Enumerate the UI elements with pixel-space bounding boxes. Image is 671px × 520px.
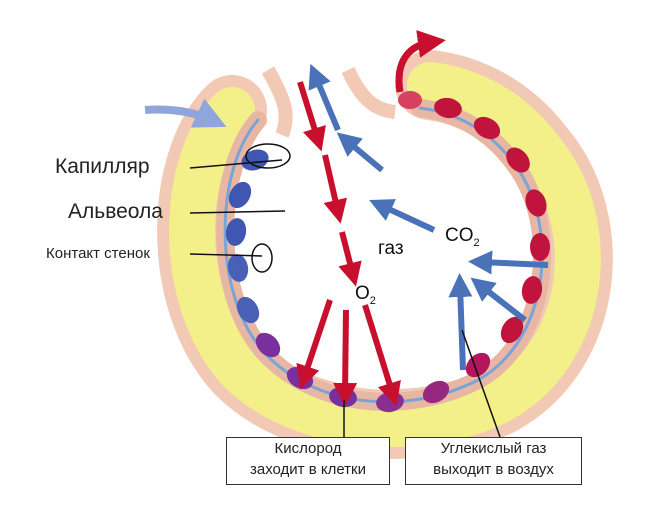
red-blood-cell xyxy=(236,296,260,324)
oxygen-arrow xyxy=(362,304,401,407)
alveolus-label: Альвеола xyxy=(68,200,163,223)
red-blood-cell xyxy=(500,316,524,344)
red-blood-cell xyxy=(521,276,543,304)
red-blood-cell xyxy=(227,254,249,282)
red-blood-cell xyxy=(241,149,269,171)
oxygen-arrow xyxy=(322,154,348,224)
co2-caption-line2: выходит в воздух xyxy=(433,461,554,478)
co2-arrow xyxy=(470,277,527,323)
wall-contact-leader xyxy=(189,253,263,257)
co2-caption-box: Углекислый газ выходит в воздух xyxy=(405,437,582,485)
co2-caption-line1: Углекислый газ xyxy=(440,440,547,457)
co2-arrow xyxy=(448,273,473,371)
blood-inflow-arrow xyxy=(144,98,227,128)
red-blood-cell xyxy=(530,233,550,261)
oxygen-caption-line2: заходит в клетки xyxy=(249,461,366,478)
red-blood-cell xyxy=(506,147,530,173)
oxygen-arrow xyxy=(338,231,362,287)
co2-box-leader xyxy=(461,329,501,438)
oxygen-arrow xyxy=(333,309,358,407)
co2-label: CO2 xyxy=(445,225,480,249)
capillary-leader xyxy=(189,159,283,169)
capillary-label: Капилляр xyxy=(55,155,150,178)
red-blood-cell xyxy=(434,97,462,119)
oxygen-arrow xyxy=(297,81,326,152)
wall-contact-label: Контакт стенок xyxy=(46,245,150,262)
red-blood-cell xyxy=(473,116,501,140)
red-blood-cell xyxy=(422,380,450,404)
capillary-plasma xyxy=(169,62,601,447)
o2-label: O2 xyxy=(355,283,376,307)
red-blood-cell xyxy=(228,181,252,209)
red-blood-cell xyxy=(225,218,247,246)
red-blood-cell xyxy=(525,189,547,217)
gas-label: газ xyxy=(378,238,404,259)
co2-arrow xyxy=(308,63,341,132)
red-blood-cell xyxy=(398,91,422,109)
alveolus-leader xyxy=(189,210,286,214)
red-blood-cell xyxy=(255,332,281,358)
blood-outflow-arrow xyxy=(395,30,446,93)
oxygen-arrow xyxy=(296,299,333,390)
alveolus-lumen xyxy=(239,118,528,390)
co2-arrow xyxy=(336,132,384,173)
oxygen-caption-box: Кислород заходит в клетки xyxy=(226,437,390,485)
co2-arrow xyxy=(468,250,549,275)
co2-arrow xyxy=(369,199,436,233)
oxygen-caption-line1: Кислород xyxy=(274,440,342,457)
